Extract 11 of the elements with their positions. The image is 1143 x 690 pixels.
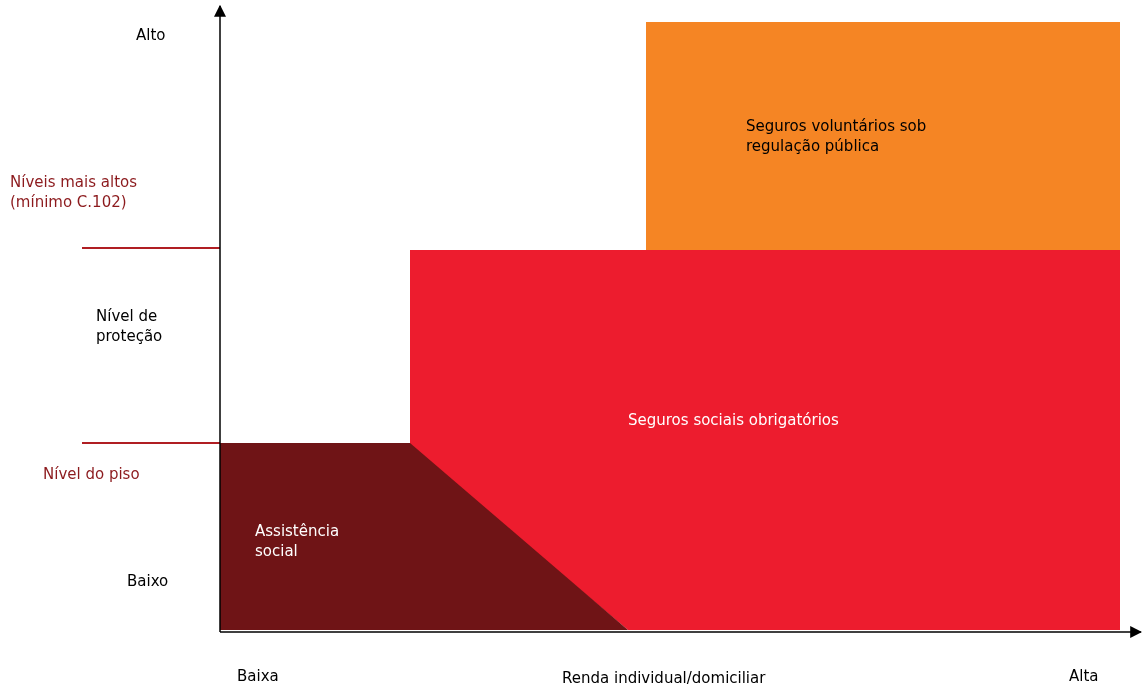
region-label: Assistência social: [255, 521, 341, 561]
axis-title: Nível de proteção: [96, 306, 164, 346]
axis-tick-label: Baixa: [237, 666, 280, 686]
axis-tick-label: Alta: [1069, 666, 1100, 686]
region-label: Seguros voluntários sob regulação pública: [746, 116, 928, 156]
level-label: Níveis mais altos (mínimo C.102): [10, 172, 139, 212]
axis-title: Renda individual/domiciliar: [562, 668, 767, 688]
axis-tick-label: Baixo: [127, 571, 170, 591]
level-label: Nível do piso: [43, 464, 141, 484]
axis-tick-label: Alto: [136, 25, 167, 45]
region-label: Seguros sociais obrigatórios: [628, 410, 840, 430]
